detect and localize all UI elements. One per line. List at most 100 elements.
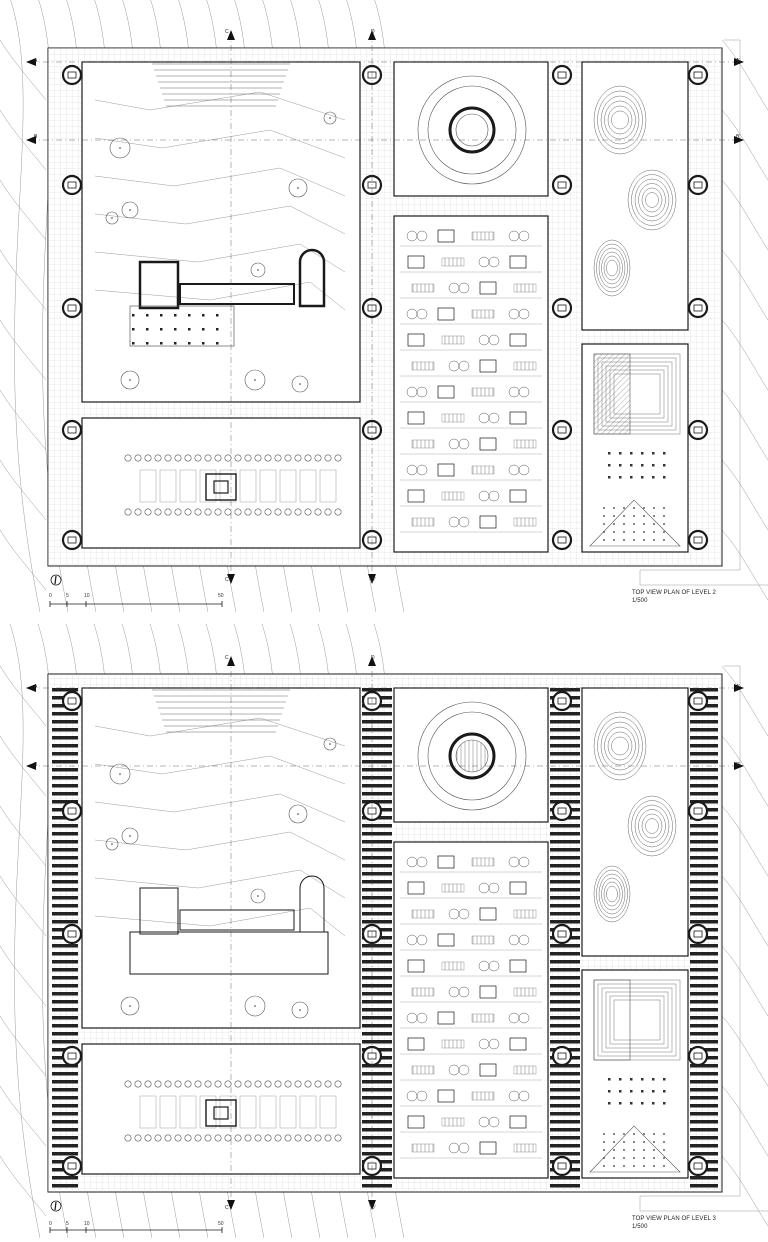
column-core bbox=[67, 304, 77, 312]
rib-bar bbox=[52, 776, 78, 780]
tree-icon bbox=[244, 369, 266, 391]
crop-rows bbox=[513, 517, 537, 527]
column-core bbox=[693, 71, 703, 79]
crop-rows bbox=[471, 309, 495, 319]
planting-dot bbox=[623, 1157, 625, 1159]
column-ring bbox=[234, 508, 242, 516]
rib-bar bbox=[690, 800, 718, 804]
rib-bar bbox=[52, 1112, 78, 1116]
column-core bbox=[557, 697, 567, 705]
crop-rows bbox=[471, 857, 495, 867]
building-wing bbox=[139, 887, 179, 935]
column-dot bbox=[132, 314, 135, 317]
rib-bar bbox=[550, 920, 580, 924]
tree-trunk bbox=[297, 187, 299, 189]
contour-line bbox=[0, 529, 47, 591]
bench-slab bbox=[179, 1095, 197, 1129]
planting-dot bbox=[653, 507, 655, 509]
building-gallery bbox=[179, 909, 295, 931]
north-arrow-icon bbox=[50, 574, 62, 586]
planting-dot bbox=[613, 507, 615, 509]
rib-bar bbox=[52, 840, 78, 844]
colonnade bbox=[124, 454, 342, 516]
column-ring bbox=[184, 1080, 192, 1088]
pyramid-block bbox=[581, 969, 689, 1179]
planting-dot bbox=[663, 1157, 665, 1159]
planting-dot bbox=[643, 515, 645, 517]
rib-bar bbox=[690, 720, 718, 724]
section-arrow-icon bbox=[26, 684, 36, 692]
tree-icon bbox=[120, 996, 140, 1016]
column-dot bbox=[174, 328, 177, 331]
column-ring bbox=[234, 454, 242, 462]
contour-ring bbox=[593, 865, 631, 923]
rib-bar bbox=[690, 1176, 718, 1180]
tree-trunk bbox=[299, 1009, 301, 1011]
planting-dot bbox=[663, 1165, 665, 1167]
rib-bar bbox=[690, 1064, 718, 1068]
planting-dot bbox=[653, 1165, 655, 1167]
pyramid-outline bbox=[589, 499, 681, 547]
rib-bar bbox=[52, 744, 78, 748]
courtyard-building bbox=[129, 875, 329, 975]
planting-dot bbox=[653, 531, 655, 533]
apse-tower bbox=[299, 875, 325, 933]
north-needle bbox=[54, 575, 57, 585]
rotunda-middle-ring bbox=[427, 711, 517, 801]
column-core bbox=[557, 181, 567, 189]
grid-dot bbox=[619, 1090, 622, 1093]
crop-rows bbox=[411, 283, 435, 293]
tree-icon bbox=[109, 137, 131, 159]
rib-bar bbox=[52, 896, 78, 900]
shrub-icon bbox=[488, 1116, 500, 1128]
rib-bar bbox=[52, 984, 78, 988]
column-ring bbox=[284, 1080, 292, 1088]
column-ring bbox=[334, 1134, 342, 1142]
crop-rows bbox=[441, 961, 465, 971]
grid-dot bbox=[641, 1090, 644, 1093]
hatched-bed bbox=[593, 353, 631, 435]
level-3-section-d-top: D bbox=[371, 655, 375, 661]
rib-bar bbox=[52, 1000, 78, 1004]
level-3-section-a-left: A bbox=[34, 684, 38, 690]
contour-ring bbox=[596, 869, 628, 919]
rib-bar bbox=[52, 848, 78, 852]
column-dot bbox=[132, 328, 135, 331]
section-arrow-icon bbox=[227, 656, 235, 666]
contour-line bbox=[721, 179, 768, 251]
scale-bar bbox=[49, 1227, 223, 1233]
planter-box bbox=[479, 1063, 497, 1077]
rib-bar bbox=[362, 832, 392, 836]
contour-ring bbox=[631, 800, 673, 852]
rib-bar bbox=[690, 880, 718, 884]
crop-rows bbox=[411, 517, 435, 527]
level-3-scale-10: 10 bbox=[84, 1221, 90, 1227]
shrub-icon bbox=[458, 908, 470, 920]
planter-box bbox=[509, 411, 527, 425]
contour-ring bbox=[596, 243, 628, 293]
tree-trunk bbox=[129, 209, 131, 211]
rib-bar bbox=[52, 992, 78, 996]
level-2-scale-50: 50 bbox=[218, 593, 224, 599]
planter-box bbox=[407, 1115, 425, 1129]
rotunda-core bbox=[448, 106, 496, 154]
column-dot bbox=[146, 314, 149, 317]
planting-dot bbox=[633, 1141, 635, 1143]
grid-dot bbox=[663, 1102, 666, 1105]
contour-line bbox=[721, 1155, 768, 1227]
planting-dot bbox=[663, 1149, 665, 1151]
column-ring bbox=[304, 454, 312, 462]
tree-trunk bbox=[129, 1005, 131, 1007]
rib-bar bbox=[362, 720, 392, 724]
column-dot bbox=[174, 342, 177, 345]
rib-bar bbox=[362, 1000, 392, 1004]
contour-line bbox=[9, 623, 41, 1239]
topography-model bbox=[593, 85, 677, 297]
planting-dot bbox=[653, 1133, 655, 1135]
north-needle bbox=[54, 1201, 57, 1211]
rib-bar bbox=[52, 712, 78, 716]
rib-bar bbox=[690, 768, 718, 772]
bench-slab bbox=[139, 1095, 157, 1129]
rib-bar bbox=[52, 920, 78, 924]
planter-box bbox=[407, 489, 425, 503]
